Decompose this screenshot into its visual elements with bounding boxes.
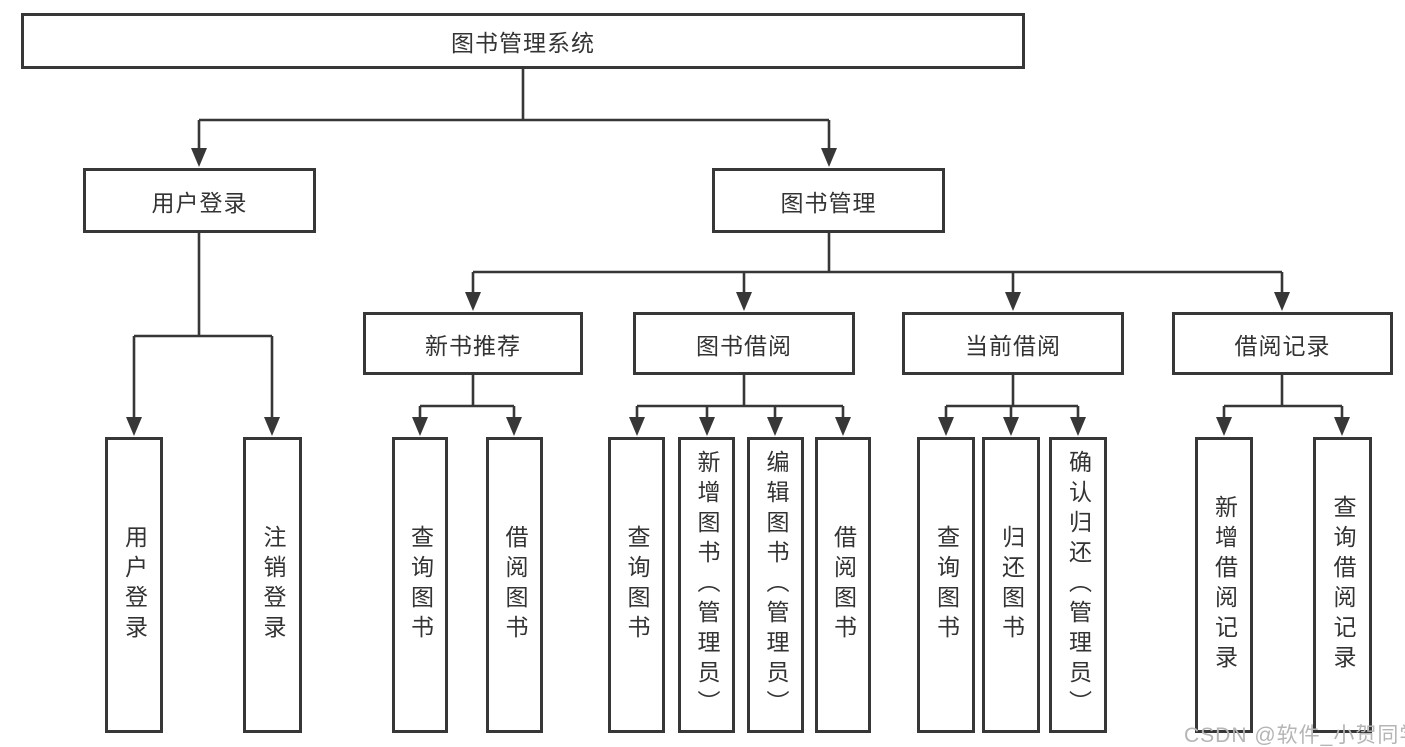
leaf-user-login-label: 用户登录: [121, 525, 148, 645]
leaf-borrow-books-recommend: 借阅图书: [486, 437, 543, 733]
node-new-book-recommend-label: 新书推荐: [425, 332, 521, 359]
leaf-edit-book-admin-label: 编辑图书（管理员）: [763, 450, 789, 720]
leaf-query-books-recommend-label: 查询图书: [407, 525, 434, 645]
leaf-return-book-label: 归还图书: [998, 525, 1025, 645]
leaf-logout: 注销登录: [243, 437, 302, 733]
node-new-book-recommend: 新书推荐: [363, 312, 583, 375]
node-root-label: 图书管理系统: [451, 30, 595, 56]
leaf-return-book: 归还图书: [982, 437, 1040, 733]
leaf-confirm-return-admin: 确认归还（管理员）: [1049, 437, 1107, 733]
leaf-query-books-current: 查询图书: [917, 437, 975, 733]
leaf-add-book-admin: 新增图书（管理员）: [678, 437, 735, 733]
leaf-query-borrow-record: 查询借阅记录: [1313, 437, 1372, 733]
node-current-borrow-label: 当前借阅: [965, 332, 1061, 359]
leaf-borrow-books-label: 借阅图书: [830, 525, 857, 645]
node-book-borrow: 图书借阅: [633, 312, 855, 375]
leaf-query-borrow-record-label: 查询借阅记录: [1330, 495, 1356, 675]
csdn-watermark: CSDN @软件_小贺同学: [1184, 724, 1405, 747]
leaf-add-book-admin-label: 新增图书（管理员）: [694, 450, 720, 720]
leaf-logout-label: 注销登录: [260, 525, 286, 645]
leaf-query-books-borrow-label: 查询图书: [624, 525, 650, 645]
leaf-query-books-borrow: 查询图书: [608, 437, 665, 733]
node-root: 图书管理系统: [21, 13, 1025, 69]
leaf-add-borrow-record: 新增借阅记录: [1195, 437, 1253, 733]
node-borrow-records-label: 借阅记录: [1234, 332, 1331, 359]
node-book-borrow-label: 图书借阅: [696, 332, 792, 359]
leaf-user-login: 用户登录: [105, 437, 163, 733]
leaf-edit-book-admin: 编辑图书（管理员）: [747, 437, 804, 733]
leaf-add-borrow-record-label: 新增借阅记录: [1211, 495, 1238, 675]
leaf-confirm-return-admin-label: 确认归还（管理员）: [1065, 450, 1092, 720]
node-borrow-records: 借阅记录: [1172, 312, 1393, 375]
node-user-login: 用户登录: [83, 168, 316, 233]
leaf-borrow-books: 借阅图书: [815, 437, 871, 733]
leaf-query-books-current-label: 查询图书: [933, 525, 960, 645]
node-current-borrow: 当前借阅: [902, 312, 1124, 375]
leaf-query-books-recommend: 查询图书: [392, 437, 448, 733]
node-book-management: 图书管理: [712, 168, 945, 233]
node-book-management-label: 图书管理: [780, 189, 877, 216]
leaf-borrow-books-recommend-label: 借阅图书: [502, 525, 528, 645]
node-user-login-label: 用户登录: [151, 189, 248, 216]
